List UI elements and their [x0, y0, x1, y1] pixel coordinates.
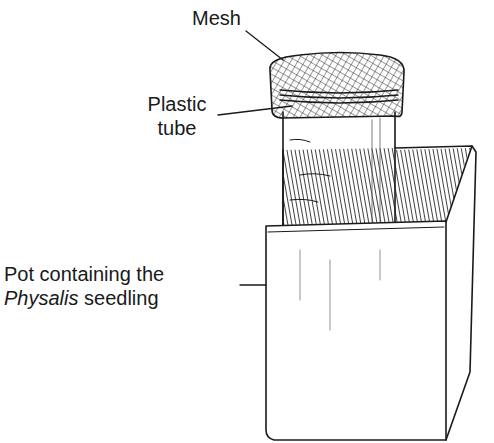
leader-line [240, 284, 266, 285]
pot-texture [300, 250, 380, 330]
plastic-tube [283, 112, 395, 226]
mesh-band [280, 90, 398, 103]
leader-line [246, 31, 283, 60]
pot-rim-lip [268, 227, 444, 232]
pot-front [266, 221, 446, 440]
part-label: Pot containing the Physalis seedling [4, 262, 238, 310]
leader-line [218, 106, 292, 115]
pot-rim [395, 146, 472, 222]
part-label: Plastic tube [138, 92, 216, 140]
pot-interior [283, 148, 395, 225]
tube-highlight [290, 139, 330, 202]
part-label: Mesh [192, 6, 252, 30]
pot-side [446, 146, 476, 440]
tube-shading [372, 118, 380, 222]
mesh-cover [270, 53, 404, 119]
